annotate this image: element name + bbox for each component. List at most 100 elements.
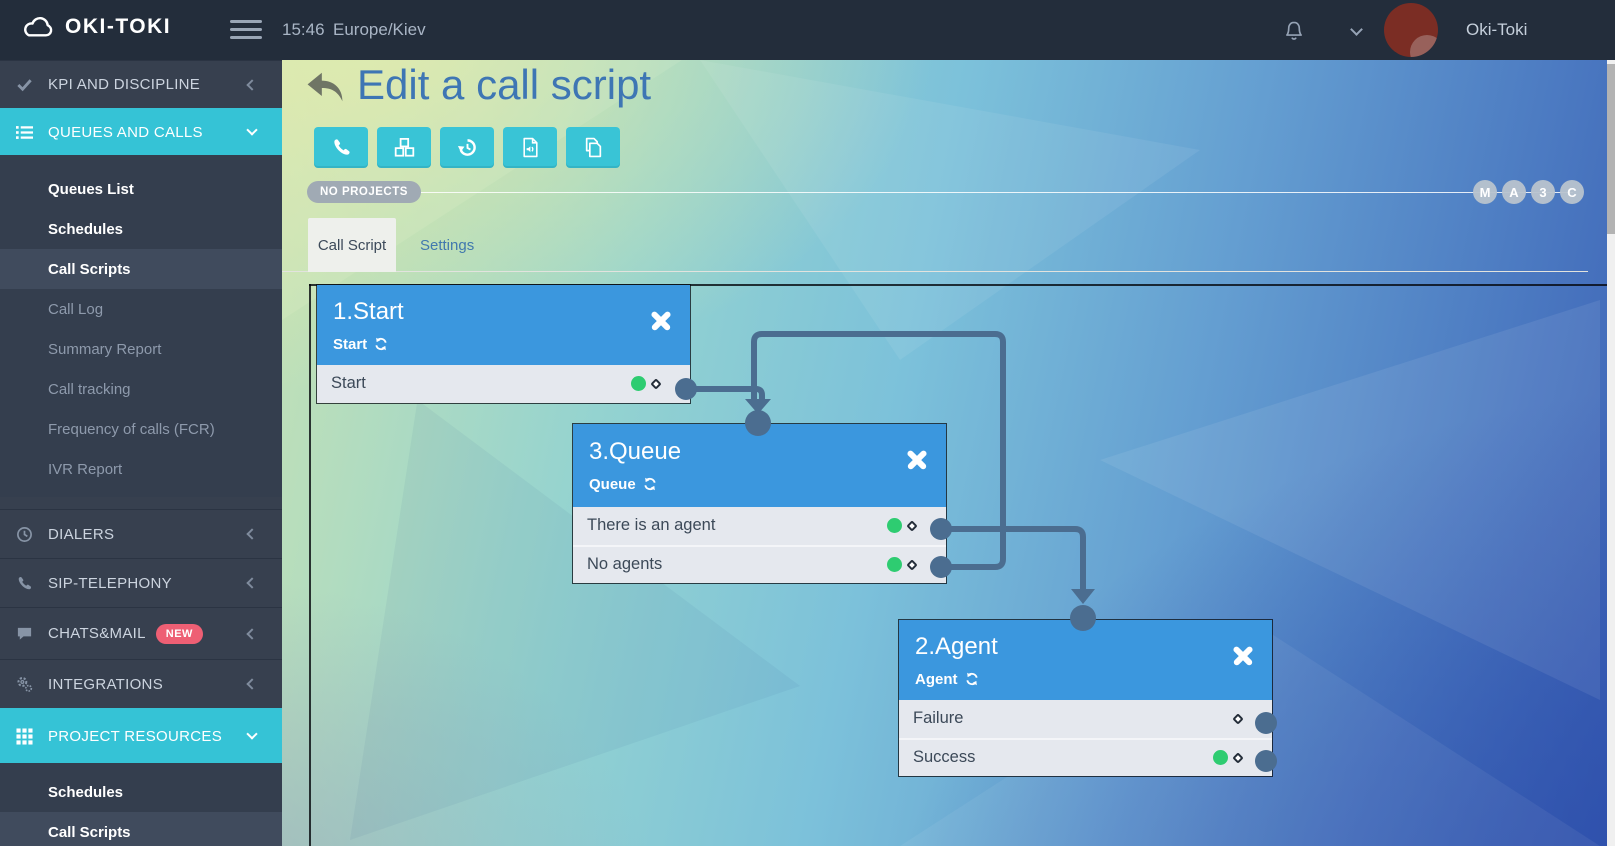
close-icon[interactable]: [1232, 644, 1254, 666]
sidebar-item-sip-telephony[interactable]: SIP-TELEPHONY: [0, 558, 282, 607]
chevron-left-icon: [246, 78, 258, 91]
tab-settings[interactable]: Settings: [420, 236, 475, 254]
link-endpoint-icon[interactable]: [906, 559, 918, 571]
tab-call-script[interactable]: Call Script: [308, 218, 396, 272]
sidebar-item-call-log[interactable]: Call Log: [48, 300, 104, 318]
check-icon: [16, 76, 33, 93]
resources-button[interactable]: [377, 127, 431, 168]
link-endpoint-icon[interactable]: [650, 378, 662, 390]
refresh-icon[interactable]: [374, 337, 388, 351]
badge-a[interactable]: A: [1502, 180, 1526, 204]
node-row-start[interactable]: Start: [317, 364, 690, 403]
chevron-down-icon: [246, 728, 258, 740]
sidebar-item-resources-schedules[interactable]: Schedules: [48, 783, 124, 801]
sidebar-item-fcr[interactable]: Frequency of calls (FCR): [48, 420, 215, 438]
flow-node-start[interactable]: 1.Start Start Start: [316, 284, 691, 404]
sidebar-item-queues-list[interactable]: Queues List: [48, 180, 134, 198]
hamburger-menu-icon[interactable]: [230, 20, 262, 40]
sidebar-item-integrations[interactable]: INTEGRATIONS: [0, 659, 282, 708]
clock-time: 15:46: [282, 20, 325, 39]
link-endpoint-icon[interactable]: [906, 520, 918, 532]
page-title: Edit a call script: [357, 61, 652, 108]
refresh-icon[interactable]: [965, 672, 979, 686]
sidebar-item-schedules[interactable]: Schedules: [48, 220, 124, 238]
chat-bubble-icon: [16, 625, 33, 642]
new-badge: NEW: [155, 623, 203, 644]
node-start-header[interactable]: 1.Start Start: [317, 285, 690, 365]
link-endpoint-icon[interactable]: [1232, 752, 1244, 764]
sidebar-nav: KPI AND DISCIPLINE QUEUES AND CALLS Queu…: [0, 60, 282, 846]
sidebar-item-dialers[interactable]: DIALERS: [0, 509, 282, 558]
audio-export-button[interactable]: [503, 127, 557, 168]
node-row-agent-available[interactable]: There is an agent: [573, 506, 946, 545]
node-title: 2.Agent: [915, 633, 998, 660]
gears-icon: [16, 676, 33, 693]
list-icon: [16, 124, 33, 141]
dial-test-button[interactable]: [314, 127, 368, 168]
clock-icon: [16, 526, 33, 543]
copy-button[interactable]: [566, 127, 620, 168]
refresh-icon[interactable]: [643, 477, 657, 491]
copy-icon: [585, 137, 601, 158]
account-name[interactable]: Oki-Toki: [1466, 20, 1528, 39]
sidebar-item-resources-call-scripts[interactable]: Call Scripts: [0, 812, 282, 846]
sidebar-item-kpi-and-discipline[interactable]: KPI AND DISCIPLINE: [0, 60, 282, 108]
phone-icon: [333, 139, 350, 155]
node-subtitle: Agent: [915, 671, 1256, 688]
flow-node-agent[interactable]: 2.Agent Agent Failure Success: [898, 619, 1273, 777]
tab-divider: [282, 271, 1588, 272]
sidebar-item-call-tracking[interactable]: Call tracking: [48, 380, 131, 398]
no-projects-badge[interactable]: NO PROJECTS: [307, 181, 421, 203]
vertical-scrollbar[interactable]: [1607, 60, 1615, 846]
queues-submenu: Queues List Schedules Call Scripts Call …: [0, 155, 282, 497]
chevron-down-icon: [246, 124, 258, 136]
sidebar-item-call-scripts[interactable]: Call Scripts: [0, 249, 282, 289]
sidebar-item-ivr-report[interactable]: IVR Report: [48, 460, 123, 478]
badge-m[interactable]: M: [1473, 180, 1497, 204]
history-button[interactable]: [440, 127, 494, 168]
active-dot: [887, 557, 902, 573]
node-row-failure[interactable]: Failure: [899, 699, 1272, 738]
node-queue-header[interactable]: 3.Queue Queue: [573, 424, 946, 507]
close-icon[interactable]: [650, 309, 672, 331]
scrollbar-thumb[interactable]: [1607, 64, 1615, 234]
back-button[interactable]: [306, 70, 344, 104]
active-dot: [1213, 750, 1228, 766]
phone-icon: [16, 575, 33, 592]
history-icon: [457, 139, 476, 156]
chevron-left-icon: [246, 627, 258, 640]
close-icon[interactable]: [906, 448, 928, 470]
sidebar-item-summary-report[interactable]: Summary Report: [48, 340, 162, 358]
node-agent-header[interactable]: 2.Agent Agent: [899, 620, 1272, 700]
timezone-label: Europe/Kiev: [333, 20, 426, 39]
resources-submenu: Schedules Call Scripts: [0, 763, 282, 846]
notifications-bell-icon[interactable]: [1283, 20, 1305, 47]
account-chevron-down-icon[interactable]: [1350, 23, 1363, 36]
reply-arrow-icon: [307, 72, 343, 102]
node-row-success[interactable]: Success: [899, 737, 1272, 776]
chevron-left-icon: [246, 528, 258, 540]
node-subtitle: Queue: [589, 476, 930, 493]
canvas-border-top: [309, 284, 1607, 286]
app-logo[interactable]: OKI-TOKI: [20, 14, 171, 39]
chevron-left-icon: [246, 678, 258, 690]
sidebar-item-chats-mail[interactable]: CHATS&MAIL NEW: [0, 607, 282, 659]
link-endpoint-icon[interactable]: [1232, 713, 1244, 725]
cloud-logo-icon: [24, 17, 53, 37]
node-row-no-agents[interactable]: No agents: [573, 544, 946, 583]
badge-3[interactable]: 3: [1531, 180, 1555, 204]
sidebar-item-queues-and-calls[interactable]: QUEUES AND CALLS: [0, 108, 282, 155]
file-audio-icon: [522, 137, 538, 158]
active-dot: [887, 518, 902, 534]
logo-text: OKI-TOKI: [65, 14, 172, 38]
badge-c[interactable]: C: [1560, 180, 1584, 204]
node-title: 3.Queue: [589, 438, 682, 465]
user-avatar[interactable]: [1384, 3, 1438, 57]
projects-divider-line: [385, 192, 1573, 193]
sidebar-item-project-resources[interactable]: PROJECT RESOURCES: [0, 708, 282, 763]
flow-node-queue[interactable]: 3.Queue Queue There is an agent No agent…: [572, 423, 947, 584]
canvas-border-left[interactable]: [309, 284, 311, 846]
node-title: 1.Start: [333, 298, 404, 325]
active-dot: [631, 376, 646, 392]
